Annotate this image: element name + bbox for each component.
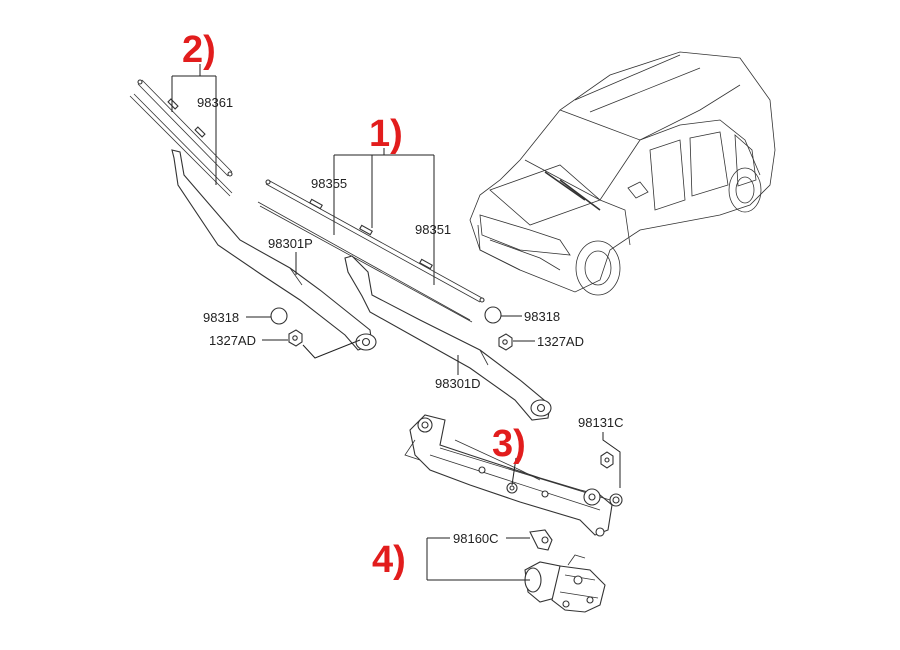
car-illustration: [469, 51, 776, 296]
nut-right: [498, 333, 513, 351]
motor-bracket: [529, 529, 553, 551]
part-label-1327AD-right: 1327AD: [537, 334, 584, 349]
nut-98131C: [600, 451, 614, 469]
driver-wiper-blade: [257, 179, 485, 323]
leader-lines: [171, 64, 621, 581]
part-label-98318-right: 98318: [524, 309, 560, 324]
group-label-4: 4): [372, 539, 406, 581]
wiper-cap-right: [484, 306, 502, 324]
part-label-98355: 98355: [311, 176, 347, 191]
part-label-1327AD-left: 1327AD: [209, 333, 256, 348]
wiper-motor: [524, 554, 606, 613]
wiper-cap-left: [270, 307, 288, 325]
nut-left: [288, 329, 303, 347]
part-label-98131C: 98131C: [578, 415, 624, 430]
group-label-1: 1): [369, 113, 403, 155]
driver-wiper-arm: [344, 255, 552, 421]
passenger-wiper-arm: [171, 149, 377, 351]
wiper-linkage: [404, 414, 623, 537]
part-label-98351: 98351: [415, 222, 451, 237]
part-label-98160C: 98160C: [453, 531, 499, 546]
group-label-3: 3): [492, 423, 526, 465]
part-label-98301P: 98301P: [268, 236, 313, 251]
part-label-98301D: 98301D: [435, 376, 481, 391]
part-label-98318-left: 98318: [203, 310, 239, 325]
part-label-98361: 98361: [197, 95, 233, 110]
group-label-2: 2): [182, 29, 216, 71]
